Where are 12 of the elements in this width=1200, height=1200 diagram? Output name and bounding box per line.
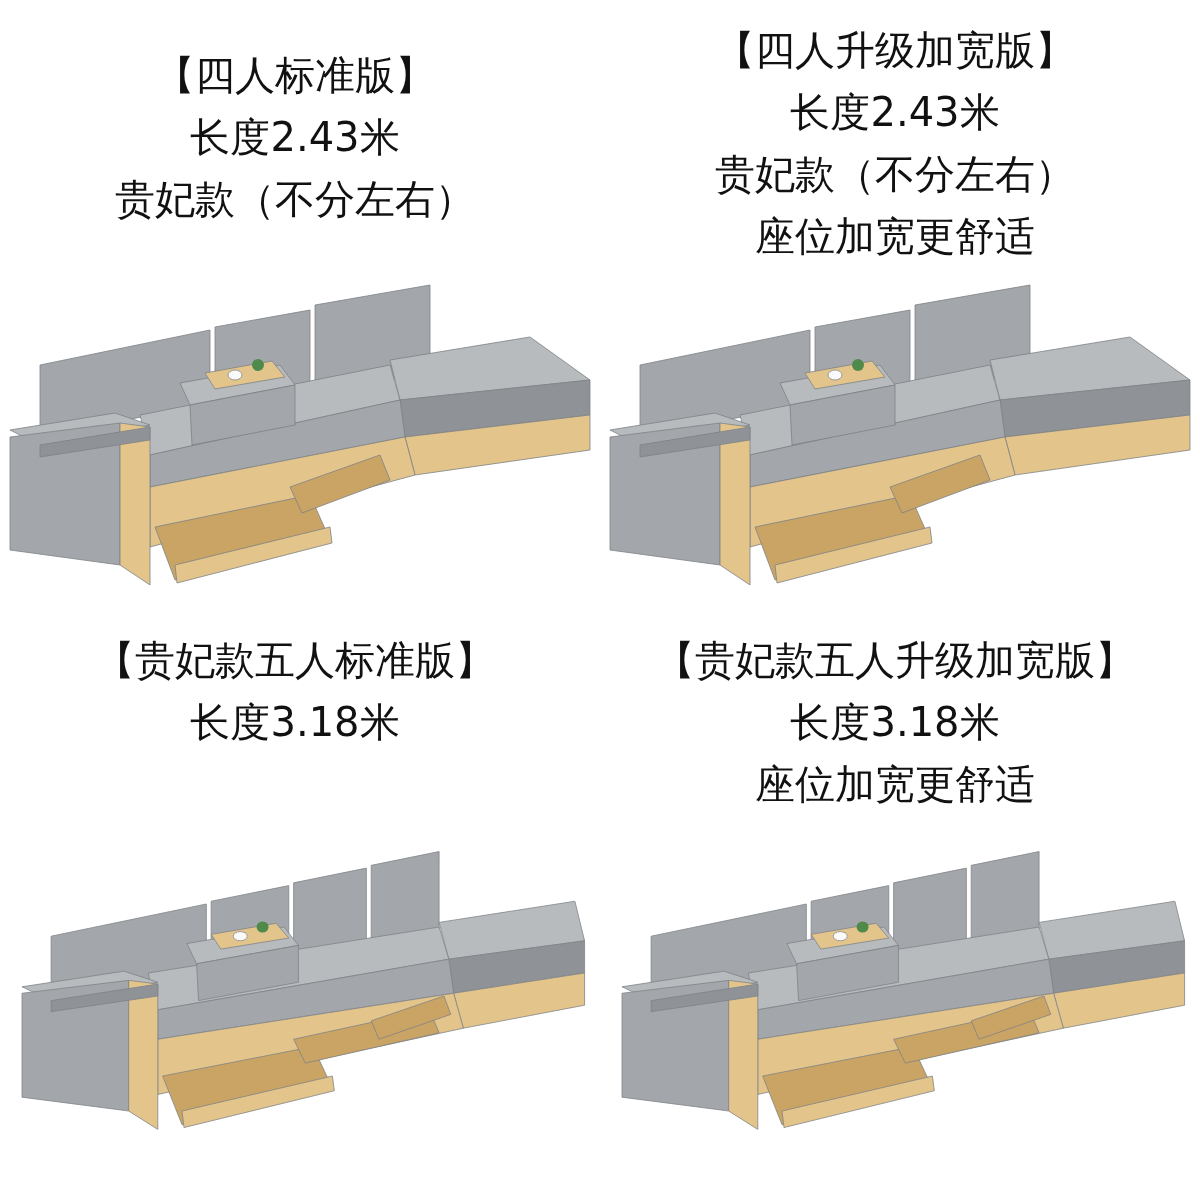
length-text: 长度3.18米 [790, 698, 1000, 746]
length-text: 长度2.43米 [790, 88, 1000, 136]
feature-text: 座位加宽更舒适 [755, 212, 1035, 260]
variant-title: 【贵妃款五人标准版】 [95, 636, 495, 684]
variant-title: 【四人标准版】 [155, 51, 435, 99]
feature-text: 座位加宽更舒适 [755, 760, 1035, 808]
style-text: 贵妃款（不分左右） [715, 150, 1075, 198]
style-text: 贵妃款（不分左右） [115, 175, 475, 223]
variant-title: 【贵妃款五人升级加宽版】 [655, 636, 1135, 684]
variant-title: 【四人升级加宽版】 [715, 26, 1075, 74]
length-text: 长度3.18米 [190, 698, 400, 746]
length-text: 长度2.43米 [190, 113, 400, 161]
